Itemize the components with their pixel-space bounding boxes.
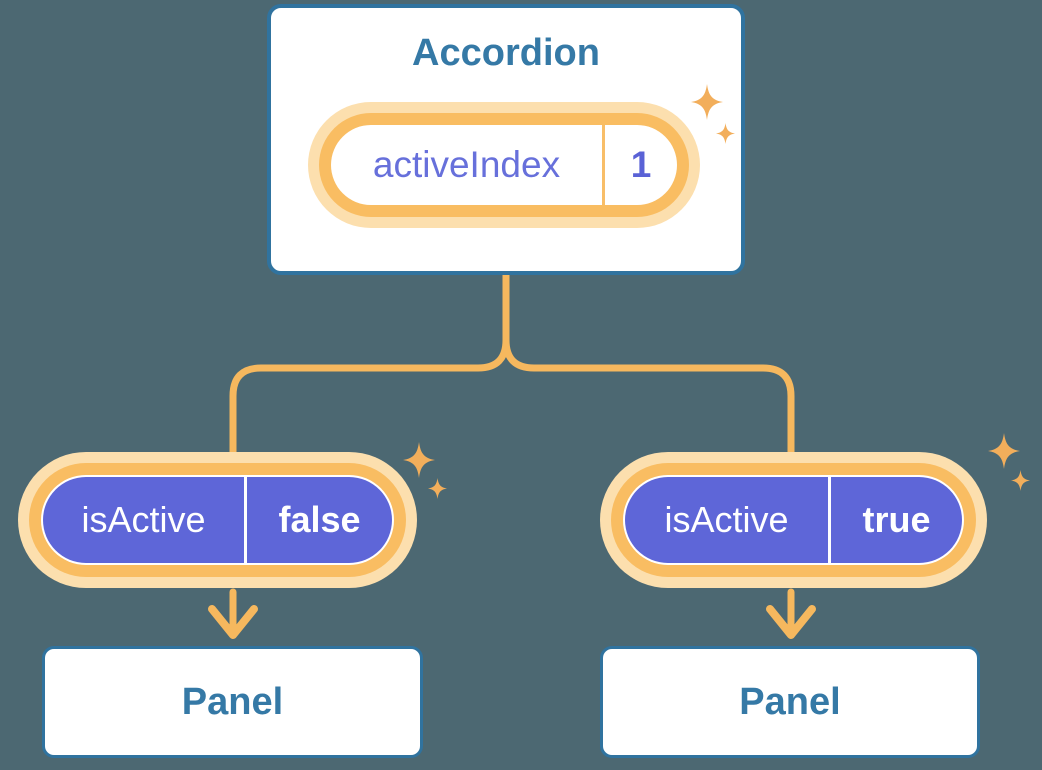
prop-pill-divider (244, 477, 247, 563)
prop-pill-inner-ring: isActive false (41, 475, 394, 565)
arrowhead-left (208, 605, 258, 639)
state-pill-label: activeIndex (372, 144, 561, 185)
sparkle-icon (716, 123, 735, 144)
state-pill-ring: activeIndex 1 (319, 113, 689, 217)
sparkle-icon (691, 84, 723, 120)
prop-pill-value: false (278, 499, 361, 540)
prop-pill-value: true (862, 499, 931, 540)
sparkle-icon (1011, 470, 1030, 491)
prop-pill-isactive-true: isActive true (600, 452, 987, 588)
arrowhead-right (766, 605, 816, 639)
branch-line-right (502, 268, 795, 462)
panel-component-card-left: Panel (42, 646, 423, 758)
prop-pill-inner-ring: isActive true (623, 475, 964, 565)
prop-pill-ring: isActive true (611, 463, 976, 577)
panel-component-card-right: Panel (600, 646, 980, 758)
sparkle-icon (428, 478, 447, 499)
prop-pill-divider (828, 477, 831, 563)
state-pill: activeIndex 1 (308, 102, 700, 228)
prop-pill-label: isActive (664, 499, 789, 540)
sparkle-icon (988, 433, 1020, 469)
panel-title: Panel (181, 680, 284, 723)
prop-pill-label: isActive (81, 499, 206, 540)
branch-line-left (229, 268, 510, 462)
panel-title: Panel (739, 680, 841, 723)
accordion-title: Accordion (412, 32, 600, 74)
state-pill-value: 1 (630, 144, 652, 185)
accordion-component-card: Accordion activeIndex 1 (267, 4, 745, 275)
prop-pill-isactive-false: isActive false (18, 452, 417, 588)
prop-pill-body: isActive true (625, 477, 962, 563)
prop-pill-body: isActive false (43, 477, 392, 563)
state-pill-divider (602, 125, 605, 205)
prop-pill-ring: isActive false (29, 463, 406, 577)
sparkle-icon (403, 442, 435, 478)
state-pill-body: activeIndex 1 (331, 125, 677, 205)
